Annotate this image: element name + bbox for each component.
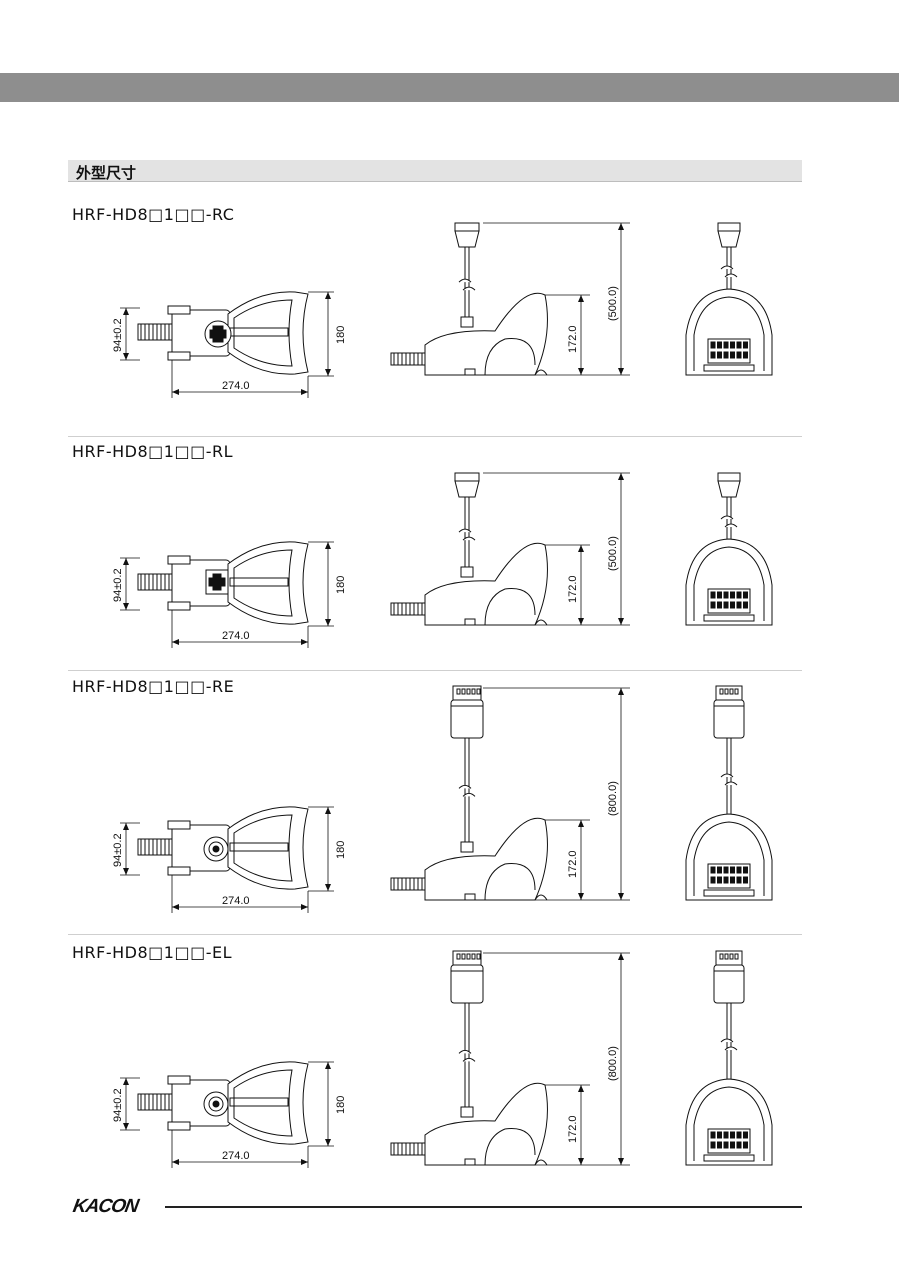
- side-view-drawing: 172.0 (500.0): [390, 222, 630, 376]
- top-view-drawing: 94±0.2 180 274.0: [112, 541, 347, 648]
- depth-dimension-label: 180: [335, 1096, 347, 1114]
- width-dimension-label: 274.0: [222, 380, 250, 392]
- width-dimension-label: 274.0: [222, 1150, 250, 1162]
- front-view-drawing: [685, 472, 773, 626]
- side-view-drawing: 172.0 (800.0): [390, 950, 630, 1166]
- front-view-drawing: [685, 222, 773, 376]
- section-title: 外型尺寸: [76, 164, 137, 182]
- side-dimension-label: 94±0.2: [112, 318, 124, 352]
- front-view-drawing: [685, 685, 773, 901]
- section-divider: [68, 934, 802, 935]
- top-view-drawing: 94±0.2 180 274.0: [112, 806, 347, 913]
- kacon-logo: KACON: [71, 1196, 140, 1217]
- top-band: [0, 73, 899, 102]
- side-view-drawing: 172.0 (500.0): [390, 472, 630, 626]
- footer-rule: [165, 1206, 802, 1208]
- width-dimension-label: 274.0: [222, 895, 250, 907]
- section-divider: [68, 436, 802, 437]
- side-dimension-label: 94±0.2: [112, 568, 124, 602]
- height-dimension-label: 172.0: [567, 1115, 579, 1143]
- total-dimension-label: (500.0): [607, 536, 619, 571]
- model-title: HRF-HD8□1□□-EL: [72, 943, 232, 962]
- height-dimension-label: 172.0: [567, 575, 579, 603]
- total-dimension-label: (500.0): [607, 286, 619, 321]
- height-dimension-label: 172.0: [567, 325, 579, 353]
- model-title: HRF-HD8□1□□-RC: [72, 205, 235, 224]
- top-view-drawing: 94±0.2 180 274.0: [112, 291, 347, 398]
- top-view-drawing: 94±0.2 180 274.0: [112, 1061, 347, 1168]
- section-header: 外型尺寸: [68, 160, 802, 182]
- total-dimension-label: (800.0): [607, 781, 619, 816]
- model-title: HRF-HD8□1□□-RL: [72, 442, 233, 461]
- height-dimension-label: 172.0: [567, 850, 579, 878]
- width-dimension-label: 274.0: [222, 630, 250, 642]
- depth-dimension-label: 180: [335, 326, 347, 344]
- total-dimension-label: (800.0): [607, 1046, 619, 1081]
- side-dimension-label: 94±0.2: [112, 1088, 124, 1122]
- front-view-drawing: [685, 950, 773, 1166]
- side-view-drawing: 172.0 (800.0): [390, 685, 630, 901]
- side-dimension-label: 94±0.2: [112, 833, 124, 867]
- section-divider: [68, 670, 802, 671]
- depth-dimension-label: 180: [335, 841, 347, 859]
- model-title: HRF-HD8□1□□-RE: [72, 677, 235, 696]
- depth-dimension-label: 180: [335, 576, 347, 594]
